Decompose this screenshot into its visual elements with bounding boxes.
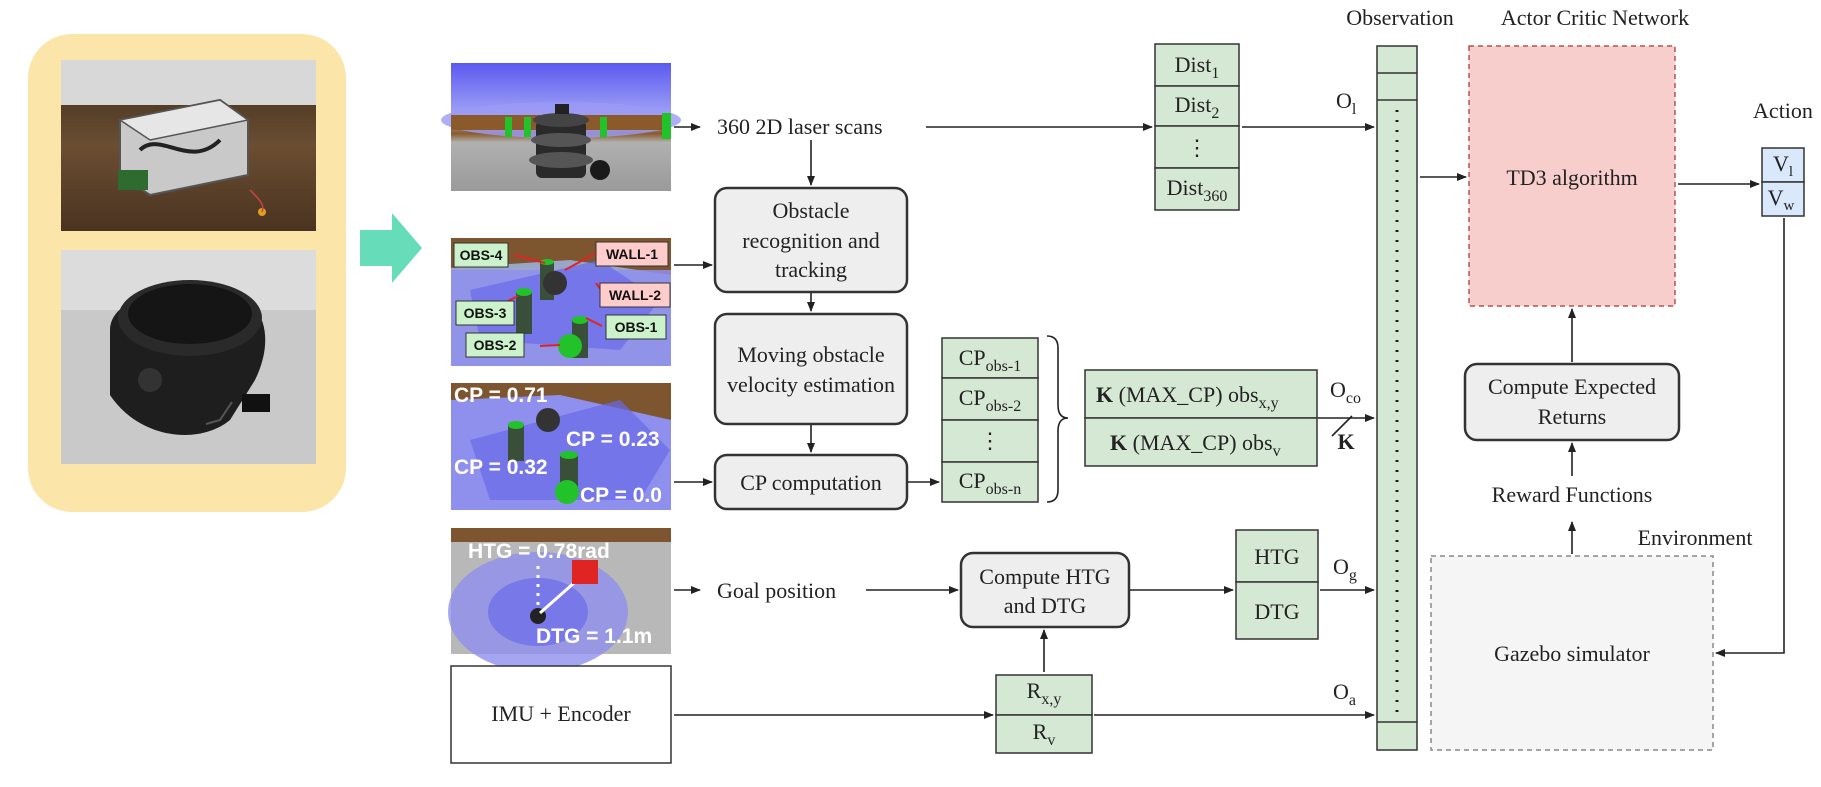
cp-value-1: CP = 0.71 (454, 384, 548, 407)
r-v-box (995, 714, 1093, 754)
compute-returns-box (1463, 362, 1681, 442)
htg-value: HTG = 0.78rad (468, 540, 610, 563)
tag-obs-2: OBS-2 (474, 337, 517, 353)
obstacle-recognition-image: OBS-4 WALL-1 WALL-2 OBS-3 OBS-1 OBS-2 (451, 238, 671, 366)
dtg-value: DTG = 1.1m (536, 625, 652, 648)
k-row-v: K (MAX_CP) obsv (1110, 430, 1281, 460)
teal-arrow-icon (360, 213, 422, 283)
td3-label: TD3 algorithm (1506, 165, 1637, 190)
obstacle-recognition-line1: Obstacle (773, 198, 850, 223)
cp-computation-box (713, 453, 909, 511)
action-title: Action (1753, 98, 1813, 123)
tag-wall-1: WALL-1 (606, 246, 658, 262)
cp-sim-image: CP = 0.71 CP = 0.23 CP = 0.32 CP = 0.0 (451, 383, 671, 510)
goal-sim-image: HTG = 0.78rad DTG = 1.1m (448, 528, 671, 672)
action-v-w: Vw (1768, 185, 1795, 214)
compute-htg-box (959, 551, 1131, 629)
cp-computation-label: CP computation (740, 470, 882, 495)
gazebo-label: Gazebo simulator (1494, 641, 1650, 666)
goal-position-label: Goal position (717, 578, 836, 603)
actor-critic-title: Actor Critic Network (1501, 5, 1689, 30)
dist-item-360: Dist360 (1167, 175, 1228, 205)
o-g-label: Og (1333, 554, 1357, 584)
tag-wall-2: WALL-2 (609, 287, 661, 303)
robot-platform-photo (61, 60, 316, 231)
cp-value-3: CP = 0.32 (454, 456, 548, 479)
imu-encoder-box (450, 665, 672, 764)
tag-obs-3: OBS-3 (464, 305, 507, 321)
cp-value-2: CP = 0.23 (566, 428, 660, 451)
brace (1046, 335, 1069, 503)
obstacle-recognition-line3: tracking (775, 257, 847, 282)
htg-box (1235, 529, 1319, 583)
dist-item-1: Dist1 (1175, 52, 1220, 82)
laser-scans-label: 360 2D laser scans (717, 114, 883, 139)
compute-returns-line2: Returns (1538, 404, 1606, 429)
dtg-box (1235, 581, 1319, 640)
k-row-xy: K (MAX_CP) obsx,y (1096, 382, 1279, 412)
td3-box (1468, 45, 1676, 307)
cp-stack: CPobs-1 CPobs-2 ⋮ CPobs-n (941, 337, 1039, 503)
compute-htg-line1: Compute HTG (979, 564, 1110, 589)
r-xy-label: Rx,y (1027, 678, 1062, 708)
velocity-estimation-line2: velocity estimation (727, 372, 895, 397)
cp-ellipsis: ⋮ (979, 428, 1001, 453)
compute-returns-line1: Compute Expected (1488, 374, 1656, 399)
gazebo-box (1430, 555, 1714, 751)
cp-item-2: CPobs-2 (959, 385, 1021, 415)
connectors (674, 123, 1785, 719)
observation-title: Observation (1346, 5, 1454, 30)
dist-ellipsis: ⋮ (1186, 135, 1208, 160)
tag-obs-4: OBS-4 (460, 247, 503, 263)
dtg-label: DTG (1254, 599, 1299, 624)
k-max-cp-block: K (MAX_CP) obsx,y K (MAX_CP) obsv (1084, 369, 1318, 467)
reward-functions-label: Reward Functions (1492, 482, 1653, 507)
laser-sim-image (441, 63, 681, 191)
cp-item-1: CPobs-1 (959, 345, 1021, 375)
r-xy-box (995, 674, 1093, 716)
o-a-label: Oa (1333, 679, 1356, 709)
r-v-label: Rv (1033, 719, 1056, 749)
o-co-label: Oco (1330, 377, 1361, 407)
velocity-estimation-box (713, 312, 909, 426)
action-v-w-box (1761, 181, 1805, 217)
obstacle-recognition-line2: recognition and (742, 228, 879, 253)
htg-label: HTG (1254, 544, 1299, 569)
imu-encoder-label: IMU + Encoder (491, 701, 631, 726)
action-v-l: Vl (1773, 151, 1793, 180)
obstacle-recognition-box (713, 186, 909, 294)
dist-stack: Dist1 Dist2 ⋮ Dist360 (1154, 43, 1240, 211)
dist-item-2: Dist2 (1175, 92, 1220, 122)
velocity-estimation-line1: Moving obstacle (737, 342, 884, 367)
observation-column (1376, 45, 1418, 751)
o-l-label: Ol (1336, 88, 1357, 118)
cp-value-4: CP = 0.0 (580, 484, 662, 507)
tag-obs-1: OBS-1 (615, 319, 658, 335)
k-slash-label: K (1337, 429, 1354, 454)
cp-item-n: CPobs-n (959, 468, 1021, 498)
compute-htg-line2: and DTG (1004, 593, 1087, 618)
lidar-sensor-photo (61, 250, 316, 464)
environment-title: Environment (1638, 525, 1753, 550)
